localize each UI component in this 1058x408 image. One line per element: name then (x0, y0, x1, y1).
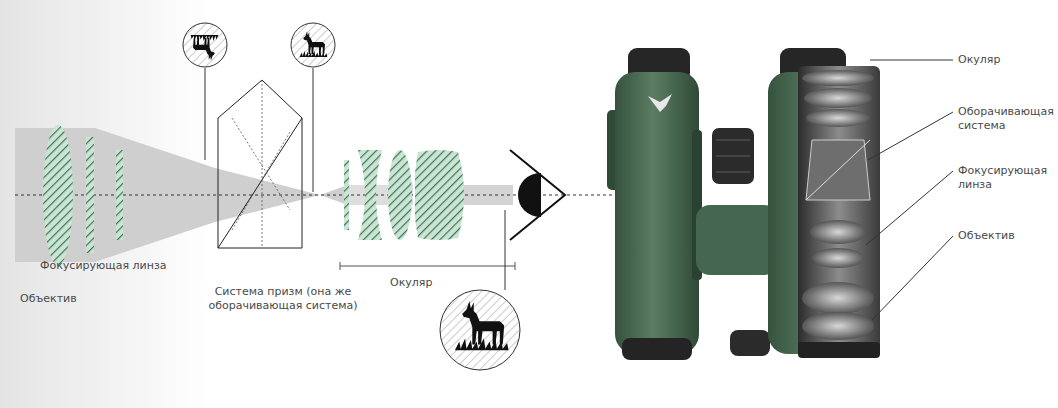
part-label: Оборачивающая система (958, 105, 1050, 133)
part-label: Окуляр (390, 276, 470, 290)
part-label: Фокусирующая линза (40, 259, 190, 273)
part-label: Система призм (она же оборачивающая сист… (208, 285, 358, 313)
part-label: Фокусирующая линза (958, 164, 1050, 192)
part-label: Объектив (958, 229, 1050, 243)
part-label: Окуляр (958, 53, 1050, 67)
part-label: Объектив (20, 292, 120, 306)
